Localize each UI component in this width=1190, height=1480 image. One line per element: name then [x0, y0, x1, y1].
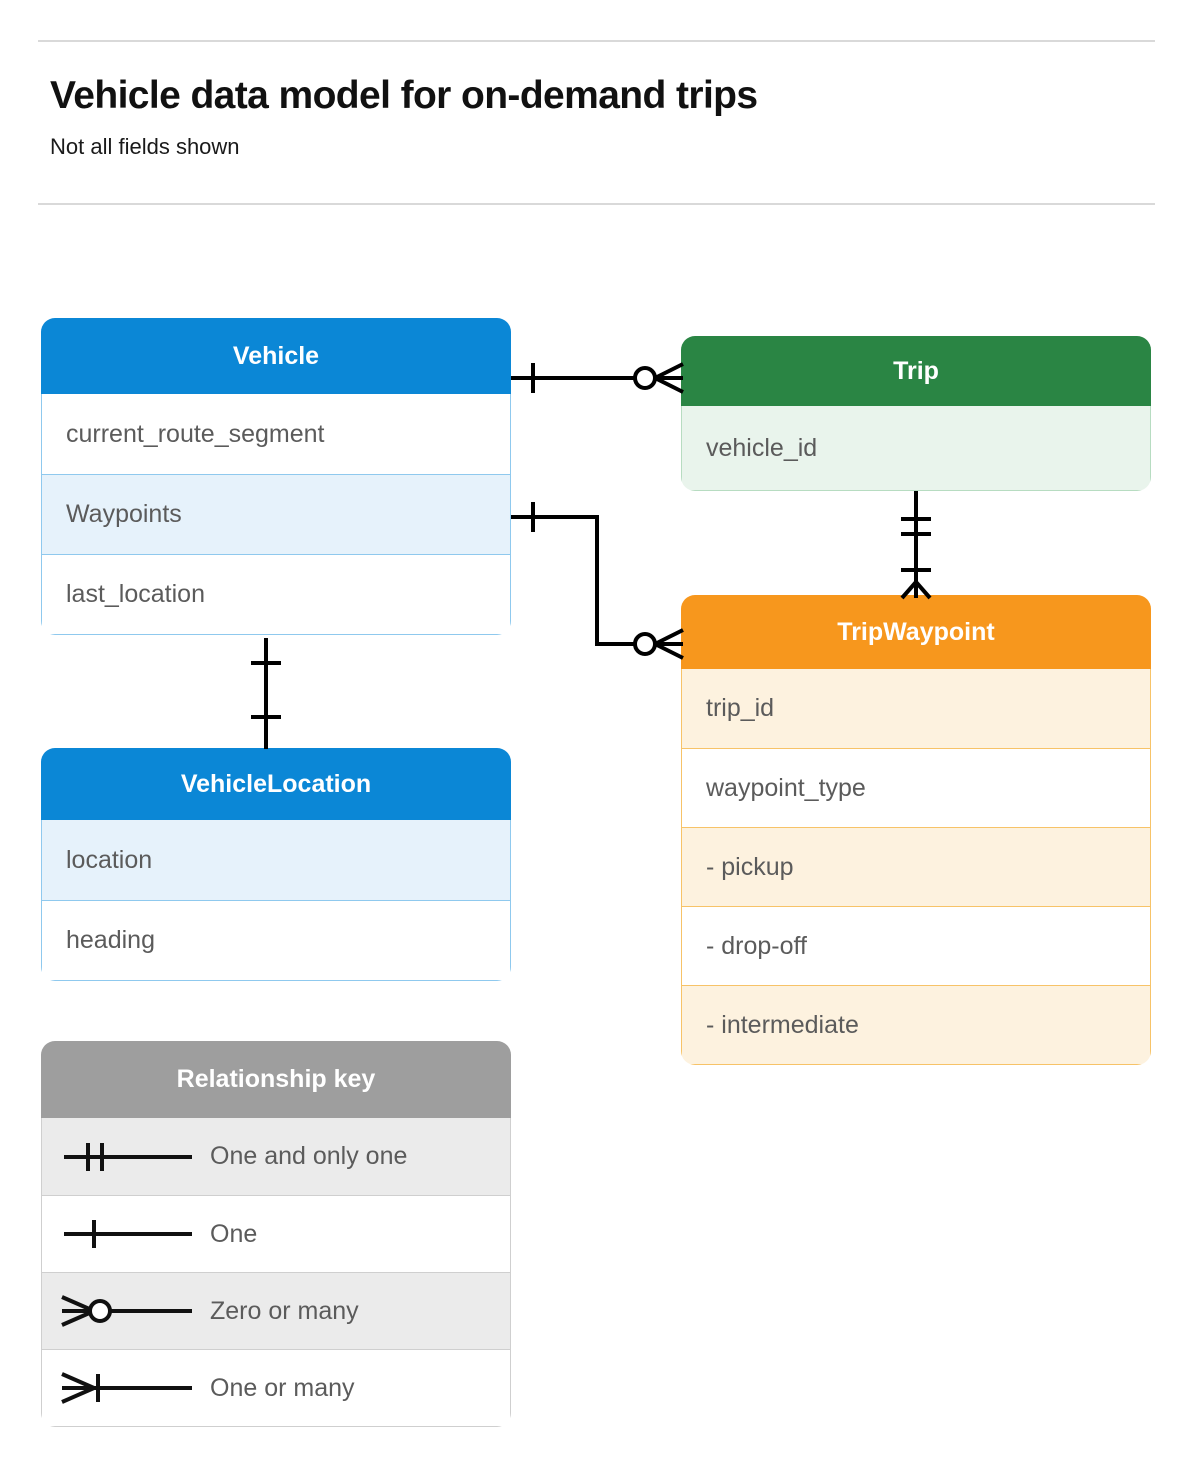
legend-label-one-and-only-one: One and only one [210, 1142, 408, 1170]
entity-vehiclelocation[interactable]: VehicleLocation location heading [41, 748, 511, 981]
legend-item-one: One [42, 1195, 510, 1272]
field-waypoints[interactable]: Waypoints [42, 474, 510, 554]
connector-trip-tripwaypoint [900, 491, 932, 600]
zero-or-many-icon [42, 1273, 210, 1349]
one-and-only-one-icon [42, 1118, 210, 1195]
connector-vehicle-trip [511, 362, 684, 394]
header-divider-top [38, 40, 1155, 42]
legend-item-zero-or-many: Zero or many [42, 1272, 510, 1349]
connector-waypoints-tripwaypoint [511, 502, 684, 660]
page-title: Vehicle data model for on-demand trips [50, 74, 758, 117]
entity-vehicle[interactable]: Vehicle current_route_segment Waypoints … [41, 318, 511, 635]
entity-vehicle-title: Vehicle [41, 318, 511, 394]
entity-vehiclelocation-title: VehicleLocation [41, 748, 511, 820]
field-trip-id[interactable]: trip_id [682, 669, 1150, 748]
legend-title: Relationship key [41, 1041, 511, 1118]
legend-item-one-and-only-one: One and only one [42, 1118, 510, 1195]
legend-label-one: One [210, 1219, 258, 1248]
entity-tripwaypoint[interactable]: TripWaypoint trip_id waypoint_type - pic… [681, 595, 1151, 1065]
field-heading[interactable]: heading [42, 900, 510, 980]
one-icon [42, 1196, 210, 1272]
relationship-key-legend: Relationship key One and only one One [41, 1041, 511, 1427]
entity-vehicle-fields: current_route_segment Waypoints last_loc… [41, 394, 511, 635]
legend-item-one-or-many: One or many [42, 1349, 510, 1426]
one-or-many-icon [42, 1350, 210, 1426]
legend-label-one-or-many: One or many [210, 1373, 355, 1402]
header-divider-bottom [38, 203, 1155, 205]
entity-tripwaypoint-title: TripWaypoint [681, 595, 1151, 669]
legend-items: One and only one One Zero [41, 1118, 511, 1427]
entity-trip[interactable]: Trip vehicle_id [681, 336, 1151, 491]
field-location[interactable]: location [42, 820, 510, 900]
connector-vehicle-vehiclelocation [251, 638, 281, 749]
legend-label-zero-or-many: Zero or many [210, 1296, 359, 1325]
entity-trip-fields: vehicle_id [681, 406, 1151, 491]
entity-tripwaypoint-fields: trip_id waypoint_type - pickup - drop-of… [681, 669, 1151, 1065]
entity-vehiclelocation-fields: location heading [41, 820, 511, 981]
field-waypoint-type-dropoff[interactable]: - drop-off [682, 906, 1150, 985]
field-vehicle-id[interactable]: vehicle_id [682, 406, 1150, 490]
field-waypoint-type-pickup[interactable]: - pickup [682, 827, 1150, 906]
field-waypoint-type[interactable]: waypoint_type [682, 748, 1150, 827]
entity-trip-title: Trip [681, 336, 1151, 406]
field-last-location[interactable]: last_location [42, 554, 510, 634]
field-waypoint-type-intermediate[interactable]: - intermediate [682, 985, 1150, 1064]
field-current-route-segment[interactable]: current_route_segment [42, 394, 510, 474]
page-subtitle: Not all fields shown [50, 134, 240, 159]
